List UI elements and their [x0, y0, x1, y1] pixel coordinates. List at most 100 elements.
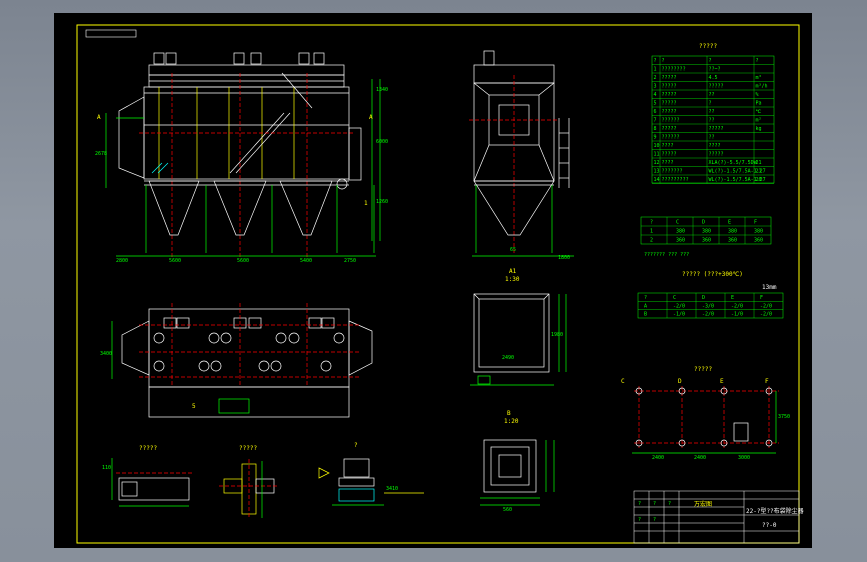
- detail-1-dim: 110: [102, 465, 111, 471]
- detail-1: [111, 458, 194, 507]
- section-b-dim: 560: [503, 507, 512, 513]
- title-block-cell: ?: [638, 517, 641, 523]
- param-table-cell: ?????: [662, 84, 677, 90]
- param-table-cell: ?????: [662, 126, 677, 132]
- temp-table-cell: -2/0: [760, 303, 772, 309]
- dim-front-4: 5400: [300, 258, 312, 264]
- cad-canvas[interactable]: A A 2800 5600 5600 5400 2750 1340 6000 1…: [54, 13, 812, 548]
- param-table-cell: ?????: [709, 84, 724, 90]
- title-block-cell: ?: [638, 501, 641, 507]
- param-table-cell: 21: [756, 169, 762, 175]
- param-table-cell: ??: [709, 118, 715, 124]
- dim-side-bottom: 65: [510, 247, 516, 253]
- section-a-dim-2: 1980: [551, 332, 563, 338]
- param-table-cell: 21: [756, 160, 762, 166]
- param-table-cell: ????: [709, 143, 721, 149]
- foundation-col-d: D: [678, 378, 682, 385]
- foundation-title: ?????: [694, 366, 712, 373]
- small-table-cell: 360: [728, 238, 737, 244]
- param-table-cell: 5: [654, 101, 657, 107]
- small-table-cell: 380: [728, 229, 737, 235]
- foundation-plan: [632, 386, 779, 454]
- temp-table-cell: -2/0: [702, 312, 714, 318]
- small-table-cell: 360: [754, 238, 763, 244]
- param-table-cell: ?????: [662, 152, 677, 158]
- foundation-col-c: C: [621, 378, 625, 385]
- param-table-cell: ?????: [662, 109, 677, 115]
- param-table-cell: ?????: [662, 75, 677, 81]
- param-table-cell: ?: [654, 58, 657, 64]
- param-table-cell: ?????: [709, 126, 724, 132]
- small-table-cell: D: [702, 220, 705, 226]
- temp-table: [637, 292, 784, 319]
- front-view: [105, 52, 381, 258]
- param-table-cell: 2: [654, 75, 657, 81]
- section-b-title: B: [507, 410, 511, 417]
- param-table-cell: 3: [654, 84, 657, 90]
- title-block-code: ??-0: [762, 522, 777, 529]
- small-table-note: ??????? ??? ???: [644, 252, 689, 258]
- param-table-cell: 4.5: [709, 75, 718, 81]
- temp-table-title: ????? (???+300℃): [682, 271, 743, 278]
- param-table-title: ?????: [699, 43, 717, 50]
- dim-plan-left: 3400: [100, 351, 112, 357]
- dim-front-left: 2678: [95, 151, 107, 157]
- frame-border: [76, 24, 800, 544]
- detail-2-title: ?????: [239, 445, 257, 452]
- temp-table-unit: 13mm: [762, 284, 777, 291]
- param-table-cell: WL(?)-1.5/7.5A-1.27: [709, 177, 766, 183]
- param-table-cell: 10: [654, 143, 660, 149]
- param-table-cell: 8: [654, 126, 657, 132]
- temp-table-cell: -2/0: [760, 312, 772, 318]
- section-marker-a-right: A: [369, 114, 373, 121]
- dim-front-r1: 1340: [376, 87, 388, 93]
- temp-table-cell: B: [644, 312, 647, 318]
- param-table-cell: ????: [662, 160, 674, 166]
- detail-1-title: ?????: [139, 445, 157, 452]
- param-table-cell: ?????: [709, 152, 724, 158]
- title-block-cell: ?: [668, 501, 671, 507]
- small-table-cell: 1: [650, 229, 653, 235]
- param-table-cell: ??: [709, 109, 715, 115]
- small-table-cell: F: [754, 220, 757, 226]
- param-table: [651, 55, 775, 184]
- param-table-cell: kg: [756, 126, 762, 132]
- dim-side-right: 1800: [558, 255, 570, 261]
- small-table-cell: 380: [702, 229, 711, 235]
- section-a-detail: [470, 293, 567, 386]
- param-table-cell: ?: [662, 58, 665, 64]
- plan-view: [111, 303, 373, 418]
- detail-3-title: ?: [354, 442, 358, 449]
- param-table-cell: ??~?: [709, 67, 721, 73]
- dim-front-5: 2750: [344, 258, 356, 264]
- foundation-col-f: F: [765, 378, 769, 385]
- detail-3: [318, 458, 424, 506]
- temp-table-cell: -1/0: [673, 312, 685, 318]
- small-table: [640, 216, 772, 245]
- temp-table-cell: E: [731, 295, 734, 301]
- foundation-dim-1: 2400: [652, 455, 664, 461]
- plan-label: 5: [192, 403, 196, 410]
- param-table-cell: ????????: [662, 67, 686, 73]
- param-table-cell: 11: [654, 152, 660, 158]
- title-block-cell: ?: [653, 517, 656, 523]
- title-block-cells: ?????: [638, 501, 671, 523]
- dim-front-r2: 6000: [376, 139, 388, 145]
- param-table-cell: m³: [756, 75, 762, 81]
- param-table-cell: ?: [709, 101, 712, 107]
- param-table-cell: ???????: [662, 169, 683, 175]
- drawing-sheet[interactable]: A A 2800 5600 5600 5400 2750 1340 6000 1…: [54, 13, 812, 548]
- small-table-cell: 360: [676, 238, 685, 244]
- dim-front-2: 5600: [169, 258, 181, 264]
- dim-front-r3: 1260: [376, 199, 388, 205]
- section-b-scale: 1:20: [504, 418, 519, 425]
- side-view: [469, 50, 574, 257]
- temp-table-cell: -2/0: [673, 303, 685, 309]
- small-table-cell: ?: [650, 220, 653, 226]
- param-table-cell: ??: [709, 135, 715, 141]
- param-table-cell: 14: [654, 177, 660, 183]
- foundation-dim-3: 3000: [738, 455, 750, 461]
